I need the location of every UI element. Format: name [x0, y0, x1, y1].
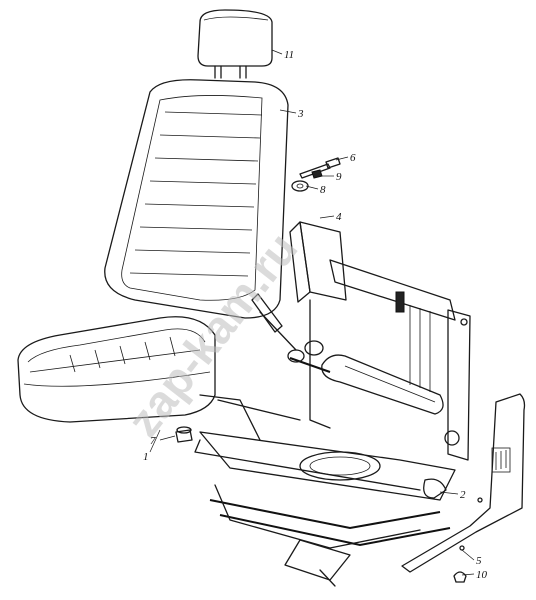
callout-leaders: [149, 49, 475, 576]
callout-8: 8: [320, 184, 326, 196]
screw-10: [453, 571, 467, 583]
cap-7: [175, 426, 193, 443]
callout-10: 10: [476, 569, 488, 581]
callout-6: 6: [350, 152, 356, 164]
callout-2: 2: [460, 489, 466, 501]
nut-9: [311, 169, 323, 179]
washer-8: [291, 180, 309, 192]
side-cover: [401, 393, 526, 573]
bolt-6: [299, 157, 341, 179]
callout-11: 11: [284, 49, 294, 61]
callout-3: 3: [297, 108, 304, 120]
headrest: [197, 9, 273, 79]
watermark: zap-kam.ru: [117, 223, 307, 446]
seat-frame: [251, 221, 471, 461]
callout-4: 4: [336, 211, 342, 223]
seat-base: [194, 394, 456, 587]
seat-cushion: [17, 316, 216, 423]
callout-5: 5: [476, 555, 482, 567]
callout-9: 9: [336, 171, 342, 183]
callout-1: 1: [143, 451, 149, 463]
callout-7: 7: [150, 435, 156, 447]
backrest: [104, 79, 289, 319]
